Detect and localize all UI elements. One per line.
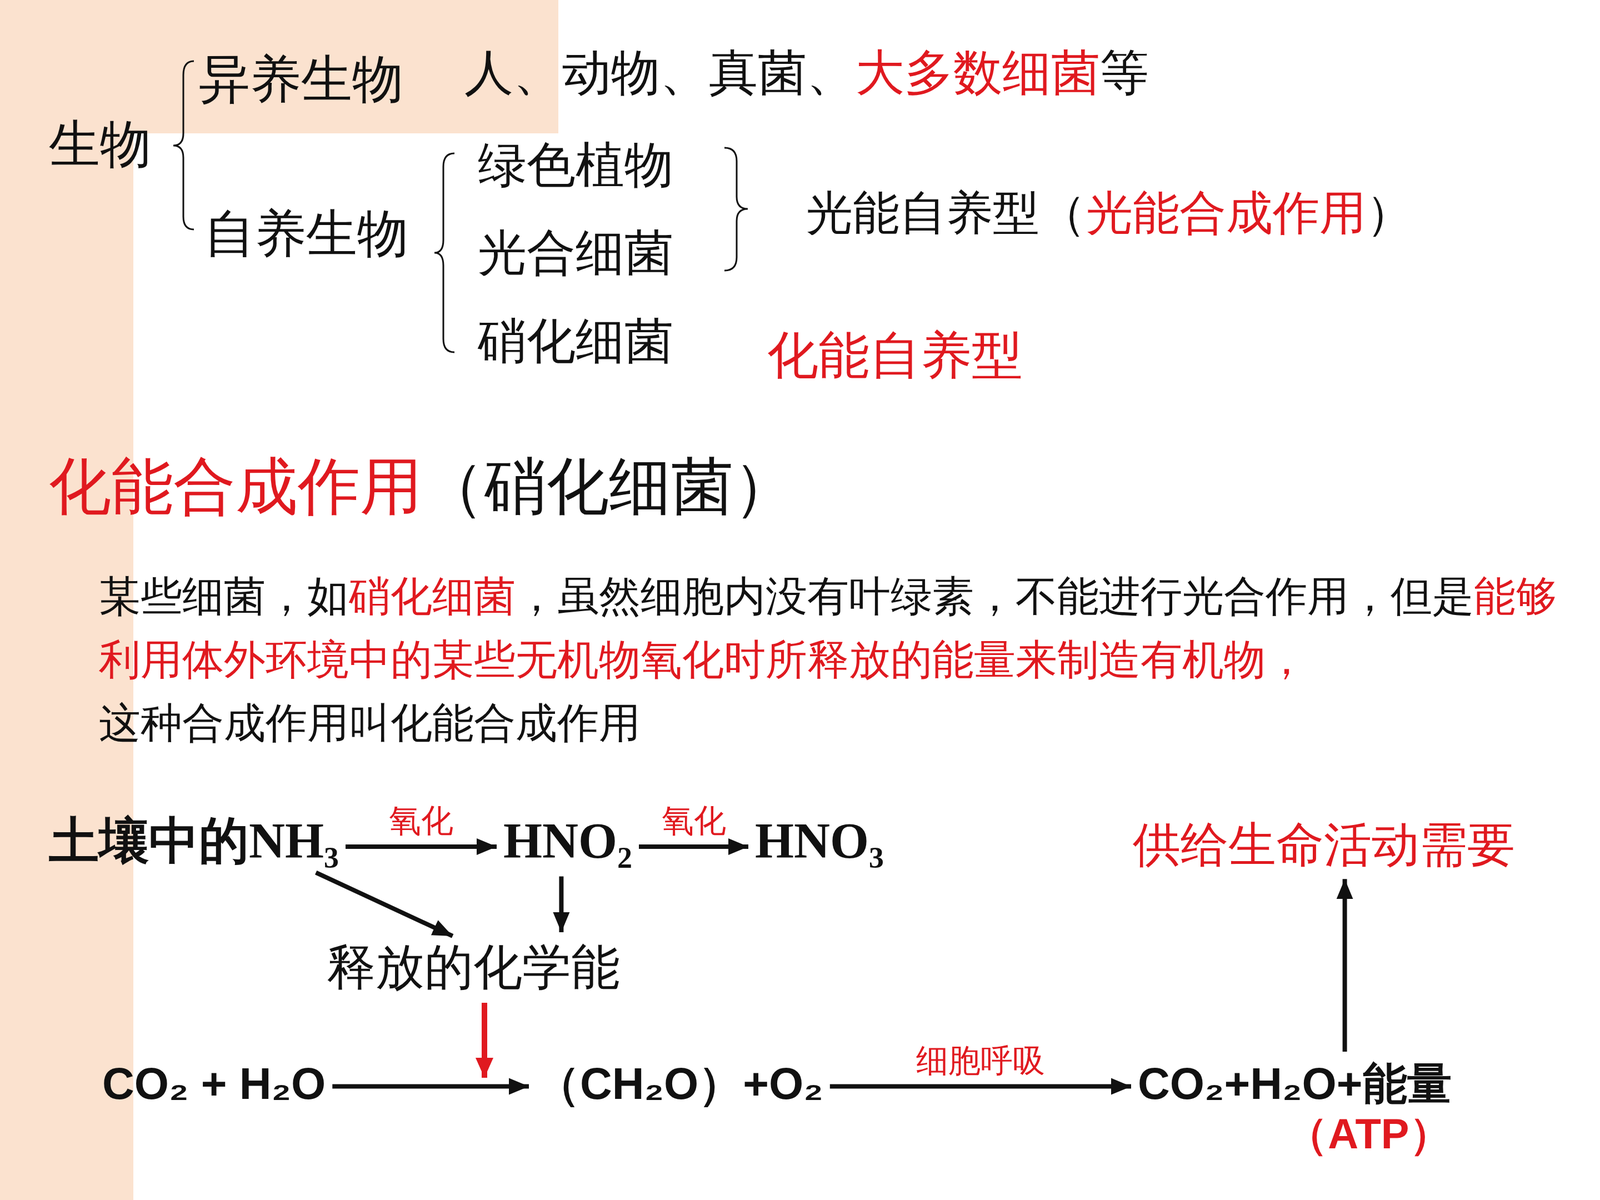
label-text: 绿色植物 (477, 136, 674, 194)
label-text: 化能自养型 (767, 325, 1023, 385)
flow-arrow (345, 844, 497, 849)
label-text: 化能合成作用 (48, 450, 423, 523)
label-text: 自养生物 (203, 203, 409, 264)
edge-label: 氧化 (661, 803, 727, 839)
node-text: CO₂ + H₂O (102, 1058, 326, 1110)
flow-arrow (332, 1084, 529, 1089)
label-text: ） (1366, 185, 1413, 240)
label-text: 硝化细菌 (348, 571, 516, 621)
text-group: 某些细菌，如硝化细菌，虽然细胞内没有叶绿素，不能进行光合作用，但是能够利用体外环… (98, 564, 1566, 755)
flow-node: 释放的化学能 (326, 938, 620, 995)
label-text: 生物 (48, 114, 152, 174)
label-text: 这种合成作用叫化能合成作用 (98, 691, 1566, 755)
node-text: 供给生命活动需要 (1132, 817, 1515, 873)
label-text: 等 (1100, 43, 1149, 102)
text-group: 生物 (48, 113, 152, 175)
flow-arrow (1342, 878, 1348, 1052)
text-group: 人、动物、真菌、大多数细菌等 (464, 43, 1149, 103)
node-text: HNO₂ (503, 812, 633, 870)
text-group: 化能合成作用（硝化细菌） (48, 448, 796, 524)
flow-node: CO₂ + H₂O (102, 1058, 326, 1110)
node-text: CO₂+H₂O+能量 (1137, 1058, 1452, 1110)
flow-arrow (830, 1084, 1132, 1089)
label-text: 光能合成作用 (1086, 185, 1367, 240)
brace (724, 147, 748, 271)
label-text: （硝化细菌） (422, 450, 796, 523)
node-text: 释放的化学能 (326, 938, 620, 995)
label-text: 大多数细菌 (855, 43, 1100, 102)
red-energy-arrow (481, 1002, 488, 1078)
label-text: 人、动物、真菌、 (464, 43, 856, 102)
flow-arrow (558, 876, 564, 933)
flow-node: 供给生命活动需要 (1132, 817, 1515, 873)
label-text: 异养生物 (198, 49, 404, 109)
label-text: 光合细菌 (477, 223, 674, 282)
label-text: 光能自养型（ (806, 185, 1087, 240)
label-text: 硝化细菌 (477, 312, 674, 370)
text-group: 异养生物 (198, 48, 404, 110)
text-group: 光合细菌 (477, 223, 674, 283)
brace (434, 153, 455, 353)
flow-node: （CH₂O）+O₂ (535, 1058, 824, 1110)
edge-label: 氧化 (388, 803, 454, 839)
text-group: 光能自养型（光能合成作用） (806, 185, 1413, 242)
flow-arrow (316, 872, 453, 937)
node-text: （ATP） (1285, 1109, 1452, 1158)
node-text: 土壤中的NH₃ (48, 812, 339, 870)
node-text: HNO₃ (755, 812, 884, 870)
label-text: 某些细菌，如 (98, 571, 349, 621)
flow-node: HNO₃ (755, 812, 884, 870)
label-text: ，虽然细胞内没有叶绿素，不能进行光合作用，但是 (515, 571, 1474, 621)
brace (173, 61, 194, 230)
flow-node: 土壤中的NH₃ (48, 812, 339, 870)
flow-arrow (638, 844, 749, 849)
flow-node: HNO₂ (503, 812, 633, 870)
text-group: 自养生物 (203, 203, 409, 265)
flow-node: CO₂+H₂O+能量（ATP） (1137, 1058, 1452, 1158)
edge-label: 细胞呼吸 (916, 1043, 1045, 1079)
text-group: 硝化细菌 (477, 311, 674, 371)
text-group: 化能自养型 (767, 325, 1023, 387)
node-text: （CH₂O）+O₂ (535, 1058, 824, 1110)
text-group: 绿色植物 (477, 135, 674, 195)
